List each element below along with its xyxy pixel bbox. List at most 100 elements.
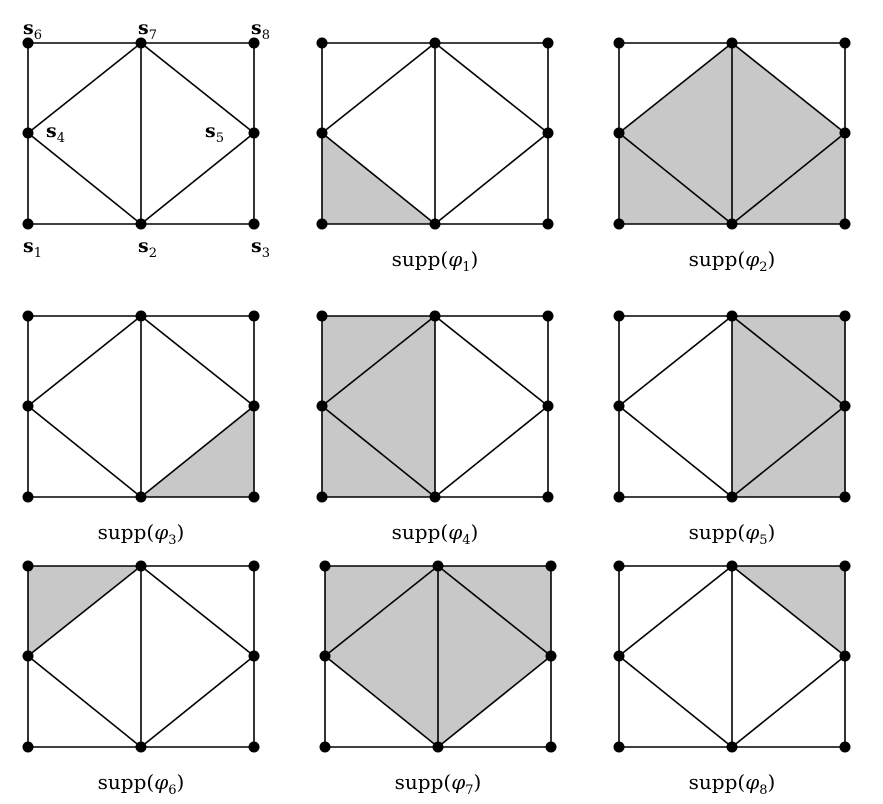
mesh-edge — [618, 655, 733, 748]
node-s5 — [248, 127, 260, 139]
mesh-edge — [434, 315, 549, 407]
node-s8 — [839, 37, 851, 49]
support-triangle — [619, 43, 732, 224]
vertex-label-s7: s7 — [138, 17, 157, 43]
support-triangle — [732, 316, 845, 497]
node-s6 — [22, 37, 34, 49]
node-s7 — [726, 37, 738, 49]
node-s6 — [319, 560, 331, 572]
node-s2 — [726, 491, 738, 503]
node-s2 — [726, 741, 738, 753]
mesh-edge — [27, 132, 142, 225]
node-s6 — [613, 560, 625, 572]
node-s2 — [726, 218, 738, 230]
node-s8 — [839, 310, 851, 322]
mesh-edge — [731, 405, 846, 498]
panel-phi7: supp(φ7) — [319, 560, 557, 798]
node-s4 — [316, 400, 328, 412]
node-s6 — [22, 310, 34, 322]
node-s2 — [135, 491, 147, 503]
node-s4 — [22, 127, 34, 139]
node-s6 — [613, 37, 625, 49]
node-s5 — [839, 400, 851, 412]
node-s2 — [432, 741, 444, 753]
node-s4 — [613, 400, 625, 412]
support-triangle — [732, 43, 845, 224]
node-s5 — [542, 127, 554, 139]
node-s4 — [319, 650, 331, 662]
node-s2 — [135, 218, 147, 230]
vertex-label-s5: s5 — [205, 120, 224, 146]
mesh-edge — [731, 42, 846, 134]
node-s4 — [613, 650, 625, 662]
mesh-edge — [27, 42, 142, 134]
support-triangle — [438, 566, 551, 747]
caption-phi7: supp(φ7) — [395, 770, 482, 798]
node-s1 — [316, 218, 328, 230]
node-s7 — [135, 310, 147, 322]
panel-phi2: supp(φ2) — [613, 37, 851, 275]
mesh-edge — [731, 132, 846, 225]
support-triangle — [322, 316, 435, 497]
mesh-edge — [434, 405, 549, 498]
mesh-edge — [321, 42, 436, 134]
mesh-edge — [434, 132, 549, 225]
node-s4 — [613, 127, 625, 139]
mesh-edge — [140, 405, 255, 498]
node-s3 — [542, 218, 554, 230]
node-s6 — [613, 310, 625, 322]
node-s4 — [22, 650, 34, 662]
node-s3 — [248, 491, 260, 503]
caption-phi5: supp(φ5) — [689, 520, 776, 548]
mesh-edge — [324, 655, 439, 748]
caption-phi8: supp(φ8) — [689, 770, 776, 798]
node-s1 — [319, 741, 331, 753]
mesh-edge — [140, 655, 255, 748]
vertex-label-s1: s1 — [23, 235, 42, 261]
panel-phi4: supp(φ4) — [316, 310, 554, 548]
node-s4 — [316, 127, 328, 139]
node-s7 — [429, 310, 441, 322]
node-s5 — [839, 650, 851, 662]
node-s1 — [613, 218, 625, 230]
vertex-label-s4: s4 — [46, 120, 65, 146]
mesh-edge — [321, 405, 436, 498]
mesh-edge — [140, 315, 255, 407]
node-s8 — [542, 37, 554, 49]
node-s8 — [248, 560, 260, 572]
caption-phi6: supp(φ6) — [98, 770, 185, 798]
mesh-edge — [27, 405, 142, 498]
node-s1 — [22, 741, 34, 753]
panel-phi5: supp(φ5) — [613, 310, 851, 548]
vertex-label-s2: s2 — [138, 235, 157, 261]
caption-phi2: supp(φ2) — [689, 247, 776, 275]
node-s3 — [542, 491, 554, 503]
mesh-edge — [140, 42, 255, 134]
vertex-label-s6: s6 — [23, 17, 42, 43]
mesh-edge — [27, 565, 142, 657]
node-s7 — [429, 37, 441, 49]
mesh-edge — [140, 132, 255, 225]
panel-phi8: supp(φ8) — [613, 560, 851, 798]
node-s1 — [613, 741, 625, 753]
node-s5 — [248, 400, 260, 412]
mesh-edge — [731, 565, 846, 657]
node-s5 — [545, 650, 557, 662]
panel-phi1: supp(φ1) — [316, 37, 554, 275]
mesh-edge — [731, 315, 846, 407]
node-s7 — [726, 310, 738, 322]
node-s6 — [316, 310, 328, 322]
mesh-edge — [618, 42, 733, 134]
node-s3 — [248, 741, 260, 753]
node-s8 — [545, 560, 557, 572]
node-s6 — [316, 37, 328, 49]
caption-phi3: supp(φ3) — [98, 520, 185, 548]
mesh-edge — [437, 655, 552, 748]
node-s2 — [429, 218, 441, 230]
mesh-edge — [321, 132, 436, 225]
node-s8 — [839, 560, 851, 572]
mesh-edge — [434, 42, 549, 134]
vertex-label-s8: s8 — [251, 17, 270, 43]
node-s3 — [839, 218, 851, 230]
